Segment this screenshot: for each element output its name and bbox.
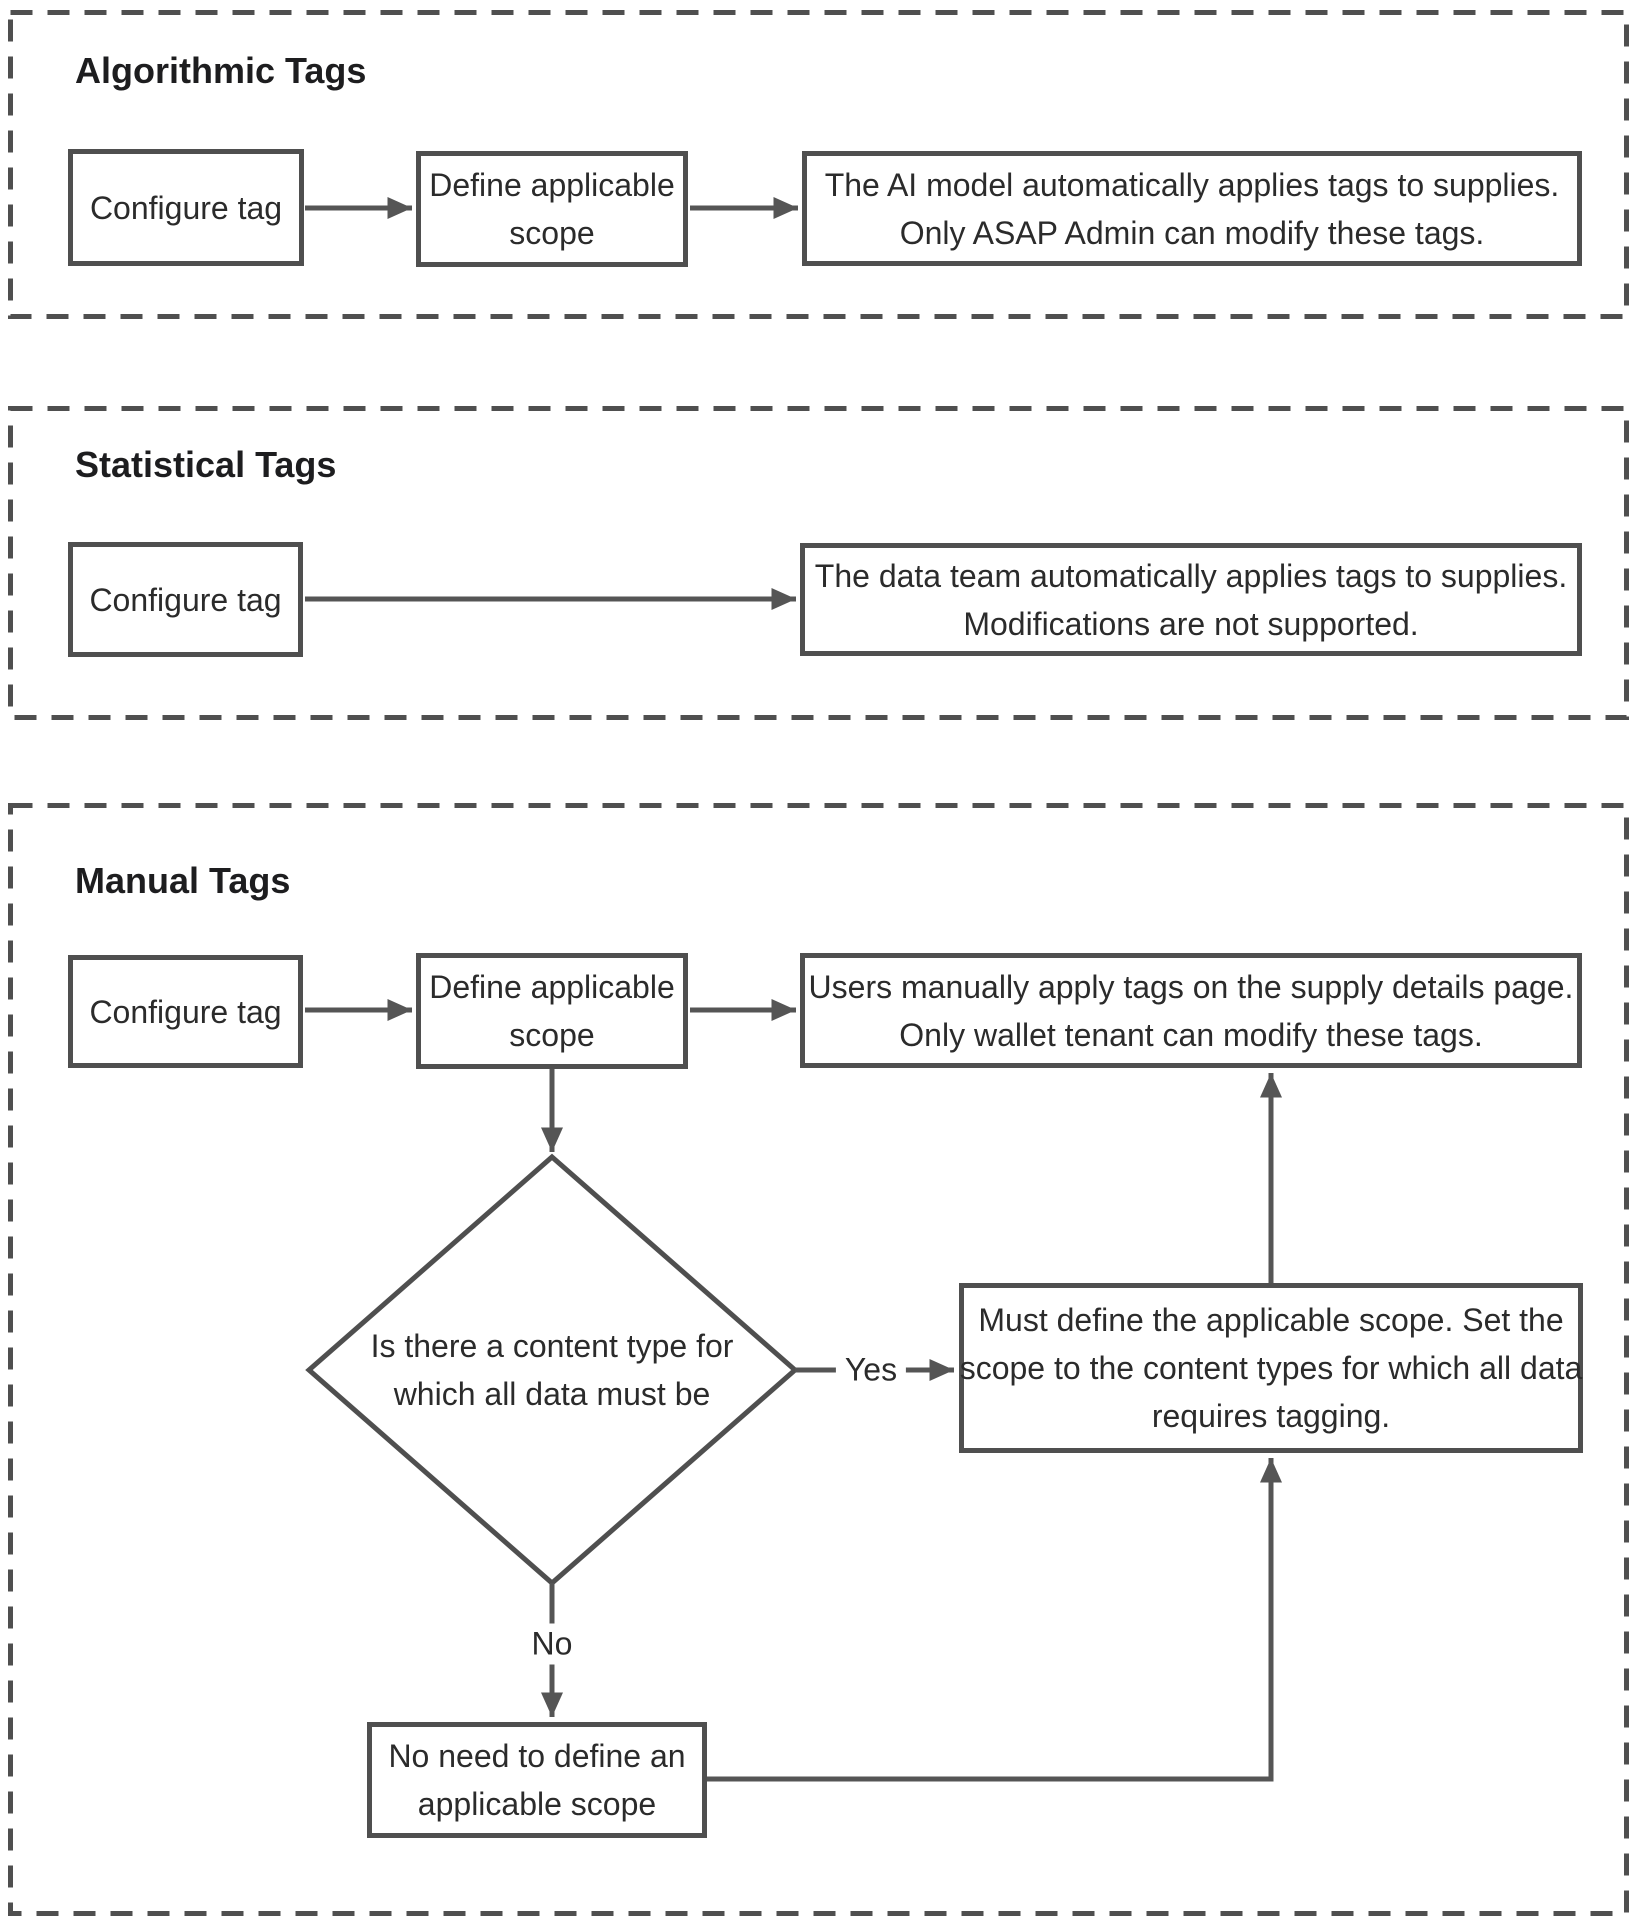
s1-configure-tag-box: Configure tag xyxy=(68,149,304,266)
decision-diamond-question: Is there a content type for which all da… xyxy=(370,1328,734,1412)
s2-configure-tag-label: Configure tag xyxy=(89,581,282,618)
s3-no-need-scope-box: No need to define an applicable scope xyxy=(367,1722,707,1838)
section-title-algorithmic-tags: Algorithmic Tags xyxy=(75,50,367,91)
s1-define-scope-box: Define applicable scope xyxy=(416,151,688,267)
s3-configure-tag-label: Configure tag xyxy=(89,993,282,1030)
s2-data-team-note-box: The data team automatically applies tags… xyxy=(800,543,1582,656)
no-branch-label: No xyxy=(522,1623,582,1665)
s3-configure-tag-box: Configure tag xyxy=(68,955,303,1068)
s3-must-define-scope-box: Must define the applicable scope. Set th… xyxy=(959,1283,1583,1453)
s2-configure-tag-box: Configure tag xyxy=(68,542,303,657)
yes-branch-label: Yes xyxy=(835,1349,907,1391)
s1-ai-model-note-box: The AI model automatically applies tags … xyxy=(802,151,1582,266)
s3-define-scope-box: Define applicable scope xyxy=(416,953,688,1069)
manual-tags-section-frame xyxy=(8,803,1629,1916)
section-title-manual-tags: Manual Tags xyxy=(75,860,291,901)
section-title-statistical-tags: Statistical Tags xyxy=(75,444,337,485)
s1-configure-tag-label: Configure tag xyxy=(89,189,283,226)
arrow-no-need-to-must-define xyxy=(707,1458,1282,1782)
s3-users-apply-note-box: Users manually apply tags on the supply … xyxy=(800,953,1582,1068)
